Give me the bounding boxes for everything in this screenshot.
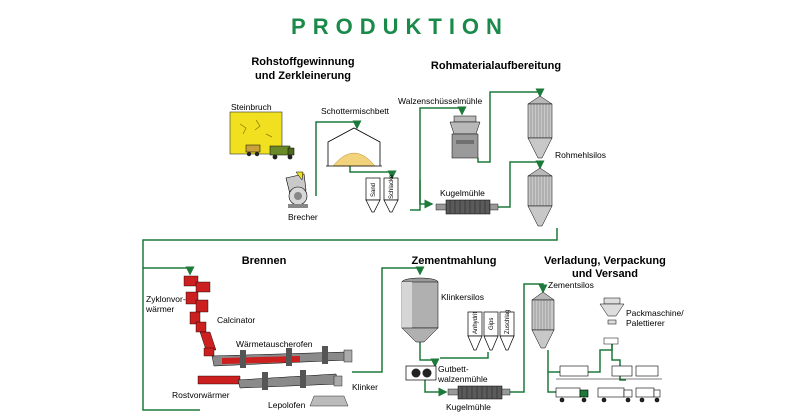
crusher <box>285 171 308 208</box>
section-title-rohstoff-1: Rohstoffgewinnung <box>251 56 354 68</box>
quarry <box>229 111 295 160</box>
label-waermetauscherofen: Wärmetauscherofen <box>236 339 313 349</box>
label-zuschlag: Zuschlag <box>505 310 511 334</box>
label-steinbruch: Steinbruch <box>231 102 272 112</box>
lepolofen <box>237 370 349 407</box>
label-rostvorwaermer: Rostvorwärmer <box>172 390 230 400</box>
label-kugelmuehle-zement: Kugelmühle <box>446 402 491 412</box>
rail-wagons <box>556 365 662 380</box>
calcinator <box>199 331 217 357</box>
label-zementsilos: Zementsilos <box>548 280 594 290</box>
label-sand: Sand <box>371 183 377 197</box>
label-walzenschuesselmuehle: Walzenschüsselmühle <box>398 96 483 106</box>
section-title-verladung-1: Verladung, Verpackung <box>544 255 666 267</box>
label-gips: Gips <box>489 318 495 330</box>
section-title-rohmaterial: Rohmaterialaufbereitung <box>431 60 561 72</box>
gutbettwalzenmuehle <box>405 365 437 381</box>
silo-trucks <box>555 387 661 403</box>
label-zyklonvorwaermer-2: wärmer <box>145 304 175 314</box>
label-lepolofen: Lepolofen <box>268 400 306 410</box>
label-packmaschine-2: Palettierer <box>626 318 665 328</box>
label-kugelmuehle-roh: Kugelmühle <box>440 188 485 198</box>
packmaschine <box>599 297 625 345</box>
waermetauscherofen <box>211 346 353 368</box>
section-title-verladung-2: und Versand <box>572 268 638 280</box>
label-anhydrit: Anhydrit <box>473 312 479 334</box>
zementsilo <box>531 291 555 349</box>
page-title: PRODUKTION <box>291 14 509 39</box>
label-schlacke: Schlacke <box>389 174 395 199</box>
kugelmuehle-roh <box>435 199 499 215</box>
label-klinker: Klinker <box>352 382 378 392</box>
label-calcinator: Calcinator <box>217 315 255 325</box>
zusatzstoff-silos <box>467 311 515 351</box>
label-brecher: Brecher <box>288 212 318 222</box>
section-title-rohstoff-2: und Zerkleinerung <box>255 70 351 82</box>
label-rohmehlsilos: Rohmehlsilos <box>555 150 606 160</box>
label-packmaschine-1: Packmaschine/ <box>626 308 684 318</box>
rohmehlsilo-2 <box>527 167 553 227</box>
flow-lines <box>142 88 626 411</box>
section-title-brennen: Brennen <box>242 255 287 267</box>
klinkersilo <box>401 277 439 343</box>
label-schottermischbett: Schottermischbett <box>321 106 390 116</box>
rostvorwaermer <box>197 375 241 385</box>
kugelmuehle-zement <box>447 385 511 400</box>
walzenschuesselmuehle <box>449 115 481 159</box>
label-gutbett-2: walzenmühle <box>437 374 488 384</box>
label-zyklonvorwaermer-1: Zyklonvor- <box>146 294 186 304</box>
zyklonvorwaermer <box>183 275 211 333</box>
label-gutbett-1: Gutbett- <box>438 364 469 374</box>
small-silos-sand-schlacke <box>365 177 399 213</box>
schottermischbett <box>326 127 382 167</box>
section-title-zementmahlung: Zementmahlung <box>412 255 497 267</box>
rohmehlsilo-1 <box>527 95 553 159</box>
label-klinkersilos: Klinkersilos <box>441 292 484 302</box>
